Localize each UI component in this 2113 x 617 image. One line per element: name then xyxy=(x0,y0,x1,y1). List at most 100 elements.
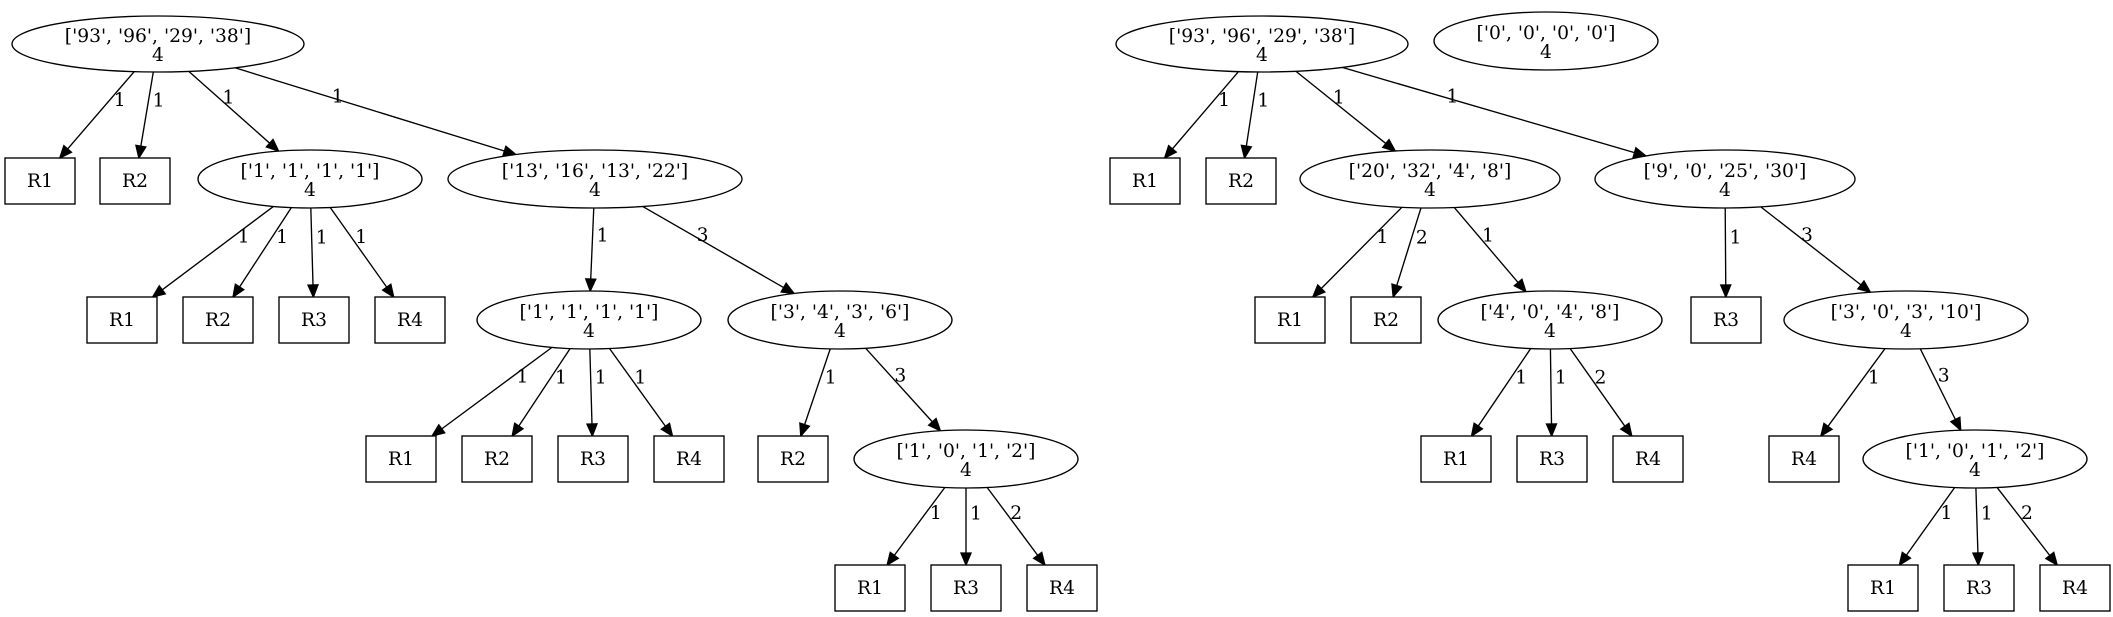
edge-a16-a19: 2 xyxy=(986,487,1046,567)
arrowhead xyxy=(1513,278,1528,294)
leaf-box xyxy=(653,435,725,483)
node-count: 4 xyxy=(152,45,164,66)
arrowhead xyxy=(58,144,73,160)
arrowhead xyxy=(1971,552,1984,567)
edge-line xyxy=(1320,206,1403,289)
edge-a9-a13: 1 xyxy=(585,348,607,438)
arrowhead xyxy=(799,422,811,438)
arrowhead xyxy=(959,552,973,567)
tree-node: ['0', '0', '0', '0']4 xyxy=(1433,11,1659,71)
edge-line xyxy=(518,348,571,427)
edge-line xyxy=(161,205,274,291)
edge-line xyxy=(441,346,553,430)
tree-node: ['1', '1', '1', '1']4 xyxy=(476,290,702,350)
node-values: ['3', '0', '3', '10'] xyxy=(1831,302,1982,323)
leaf-box xyxy=(461,435,533,483)
leaf-node: R1 xyxy=(4,157,76,205)
node-ellipse xyxy=(11,15,305,73)
edge-label: 1 xyxy=(1377,227,1389,248)
node-values: ['1', '0', '1', '2'] xyxy=(1906,441,2045,462)
edge-line xyxy=(1453,207,1519,283)
leaf-label: R1 xyxy=(109,310,135,331)
leaf-label: R2 xyxy=(122,171,148,192)
arrowhead xyxy=(1381,138,1397,153)
node-values: ['4', '0', '4', '8'] xyxy=(1481,302,1620,323)
leaf-node: R4 xyxy=(1026,564,1098,612)
edge-label: 2 xyxy=(1010,503,1022,524)
node-count: 4 xyxy=(1544,321,1556,342)
leaf-label: R2 xyxy=(1228,171,1254,192)
leaf-box xyxy=(930,564,1002,612)
node-count: 4 xyxy=(304,180,316,201)
leaf-label: R2 xyxy=(780,449,806,470)
node-count: 4 xyxy=(960,460,972,481)
edge-a3-a5: 1 xyxy=(151,205,274,299)
edge-label: 1 xyxy=(930,503,942,524)
leaf-box xyxy=(1516,435,1588,483)
node-ellipse xyxy=(853,429,1079,489)
leaf-node: R2 xyxy=(1350,296,1422,344)
edge-label: 1 xyxy=(825,368,837,389)
edge-label: 1 xyxy=(1555,368,1567,389)
node-ellipse xyxy=(447,149,743,209)
edge-line xyxy=(1919,348,1956,420)
leaf-label: R2 xyxy=(1373,310,1399,331)
edge-label: 1 xyxy=(555,367,567,388)
tree-node: ['93', '96', '29', '38']4 xyxy=(11,15,305,73)
leaf-box xyxy=(1109,157,1181,205)
arrowhead xyxy=(1856,279,1872,294)
leaf-box xyxy=(1943,564,2015,612)
arrowhead xyxy=(1032,551,1046,567)
leaf-box xyxy=(182,296,254,344)
edge-b3-b5: 1 xyxy=(1311,206,1403,299)
edge-label: 1 xyxy=(355,227,367,248)
edge-b4-b9: 3 xyxy=(1760,206,1872,294)
node-count: 4 xyxy=(1969,460,1981,481)
edge-a0-a4: 1 xyxy=(234,67,518,157)
node-count: 4 xyxy=(1256,45,1268,66)
tree-node: ['3', '0', '3', '10']4 xyxy=(1783,290,2029,350)
arrowhead xyxy=(1391,283,1403,299)
arrowhead xyxy=(1311,283,1327,299)
edge-line xyxy=(1245,71,1259,147)
leaf-box xyxy=(1690,296,1762,344)
edge-line xyxy=(1549,348,1553,425)
edge-a3-a8: 1 xyxy=(329,207,395,299)
arrowhead xyxy=(1470,422,1484,438)
edge-line xyxy=(1342,66,1635,154)
leaf-node: R1 xyxy=(1420,435,1492,483)
edge-a16-a18: 1 xyxy=(959,488,982,567)
arrowhead xyxy=(381,283,395,299)
arrowhead xyxy=(1619,422,1633,438)
edge-line xyxy=(589,348,593,425)
edge-a10-a15: 1 xyxy=(799,348,837,438)
leaf-label: R1 xyxy=(1132,171,1158,192)
node-ellipse xyxy=(1433,11,1659,71)
edge-label: 3 xyxy=(697,225,709,246)
arrowhead xyxy=(2044,551,2059,567)
leaf-box xyxy=(2039,564,2111,612)
edge-b0-b4: 1 xyxy=(1342,66,1648,159)
edge-label: 1 xyxy=(223,88,235,109)
edge-a4-a10: 3 xyxy=(642,205,796,295)
node-values: ['20', '32', '4', '8'] xyxy=(1349,161,1512,182)
node-values: ['1', '1', '1', '1'] xyxy=(520,302,659,323)
edge-a0-a1: 1 xyxy=(58,71,135,160)
edge-b14-b15: 1 xyxy=(1898,487,1956,567)
edge-label: 1 xyxy=(1981,503,1993,524)
leaf-box xyxy=(1205,157,1277,205)
leaf-box xyxy=(1026,564,1098,612)
edge-label: 1 xyxy=(597,225,609,246)
edge-label: 1 xyxy=(1218,90,1230,111)
leaf-label: R4 xyxy=(676,449,702,470)
tree-node: ['13', '16', '13', '22']4 xyxy=(447,149,743,209)
edge-label: 1 xyxy=(970,503,982,524)
node-ellipse xyxy=(1115,15,1409,73)
arrowhead xyxy=(232,283,245,299)
arrowhead xyxy=(511,422,525,438)
leaf-box xyxy=(557,435,629,483)
tree-node: ['20', '32', '4', '8']4 xyxy=(1299,149,1561,209)
edge-line xyxy=(1905,487,1956,556)
node-count: 4 xyxy=(1424,180,1436,201)
edge-line xyxy=(893,487,946,556)
